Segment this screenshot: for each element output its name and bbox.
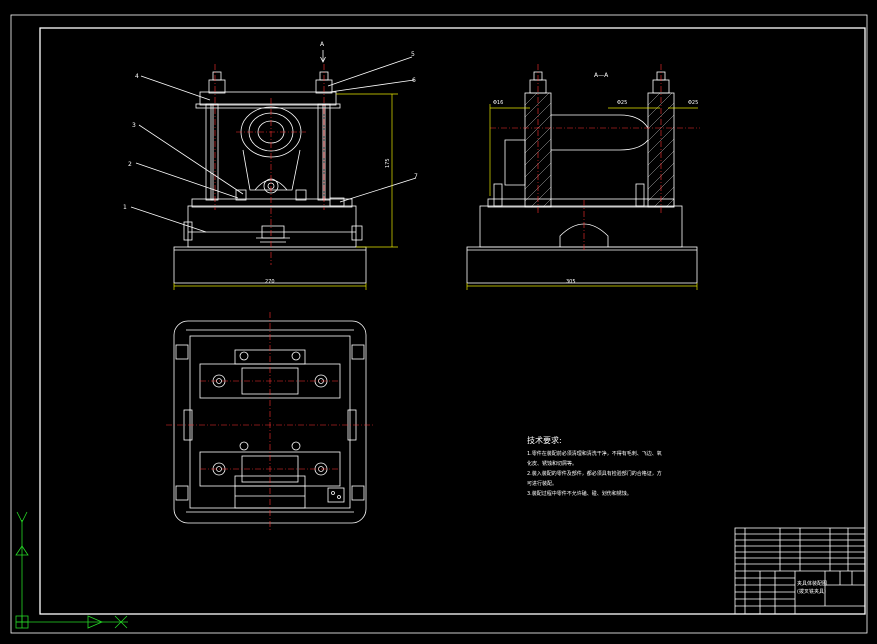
top-view xyxy=(166,312,374,532)
note-line-1: 1.零件在装配前必须清理和清洗干净，不得有毛刺、飞边、氧 xyxy=(527,450,662,457)
section-view-a-a xyxy=(466,64,700,290)
callout-7: 7 xyxy=(414,173,418,180)
callout-3: 3 xyxy=(132,122,136,129)
inner-drawing-frame xyxy=(39,27,866,615)
technical-requirements: 技术要求: 1.零件在装配前必须清理和清洗干净，不得有毛刺、飞边、氧 化皮、锈蚀… xyxy=(527,435,662,497)
dim-side-d2: Φ25 xyxy=(617,100,627,106)
dim-side-width: 305 xyxy=(566,279,576,285)
dim-front-width: 270 xyxy=(265,279,275,285)
note-line-5: 3.装配过程中零件不允许磕、碰、划伤和锈蚀。 xyxy=(527,490,632,497)
ucs-axis-icon xyxy=(15,511,128,629)
dim-front-height: 175 xyxy=(385,158,391,168)
callout-4: 4 xyxy=(135,73,139,80)
title-block: 夹具体装配图 (拨叉铣夹具) xyxy=(734,527,866,615)
title-line-1: 夹具体装配图 xyxy=(797,580,827,587)
callout-labels: 4 3 2 1 5 6 7 xyxy=(123,51,418,211)
callout-5: 5 xyxy=(411,51,415,58)
outer-sheet-border xyxy=(10,14,868,634)
notes-title: 技术要求: xyxy=(527,435,562,445)
title-line-2: (拨叉铣夹具) xyxy=(797,588,826,595)
note-line-3: 2.装入装配的零件及部件，都必须具有检验部门的合格证，方 xyxy=(527,470,662,477)
callout-1: 1 xyxy=(123,204,127,211)
view-arrow-label: A xyxy=(320,41,325,48)
note-line-4: 可进行装配。 xyxy=(527,480,557,487)
dim-side-d1: Φ16 xyxy=(493,100,503,106)
note-line-2: 化皮、锈蚀和切屑等。 xyxy=(527,460,577,467)
front-view xyxy=(130,50,417,290)
callout-2: 2 xyxy=(128,161,132,168)
section-label: A—A xyxy=(594,72,609,79)
callout-6: 6 xyxy=(412,77,416,84)
dim-side-d3: Φ25 xyxy=(688,100,698,106)
